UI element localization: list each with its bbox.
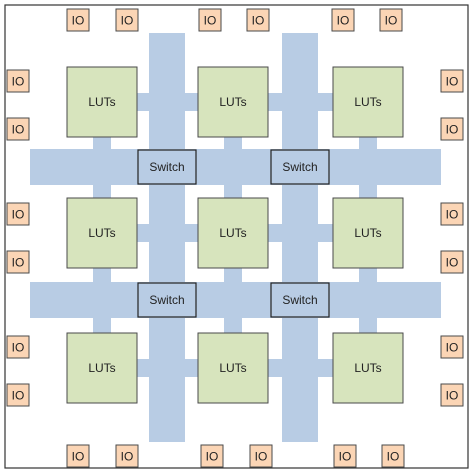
lut-block xyxy=(197,197,269,269)
lut-label: LUTs xyxy=(219,226,246,240)
lut-block xyxy=(66,66,138,138)
lut-label: LUTs xyxy=(88,95,115,109)
io-pad-label: IO xyxy=(12,208,25,222)
lut-block xyxy=(66,197,138,269)
io-pad xyxy=(6,69,30,93)
switch-block xyxy=(137,149,197,185)
io-pad-label: IO xyxy=(387,450,400,464)
switch-label: Switch xyxy=(149,160,184,174)
io-pad xyxy=(115,8,139,32)
io-pad xyxy=(6,383,30,407)
io-pad-label: IO xyxy=(12,389,25,403)
io-pad-label: IO xyxy=(339,450,352,464)
lut-block xyxy=(197,66,269,138)
io-pad xyxy=(440,117,464,141)
routing-channels xyxy=(30,33,441,442)
io-pad xyxy=(115,444,139,468)
lut-label: LUTs xyxy=(354,226,381,240)
io-pad-label: IO xyxy=(446,389,459,403)
lut-block xyxy=(197,332,269,404)
io-pad xyxy=(66,444,90,468)
io-pad-label: IO xyxy=(12,123,25,137)
io-pad xyxy=(198,8,222,32)
io-pad-label: IO xyxy=(12,256,25,270)
io-pad xyxy=(249,444,273,468)
lut-label: LUTs xyxy=(219,361,246,375)
lut-label: LUTs xyxy=(354,95,381,109)
io-pad-label: IO xyxy=(204,14,217,28)
lut-label: LUTs xyxy=(219,95,246,109)
io-pad-label: IO xyxy=(252,14,265,28)
io-pad xyxy=(6,335,30,359)
switch-block xyxy=(270,149,330,185)
lut-block xyxy=(332,66,404,138)
io-pad-label: IO xyxy=(72,450,85,464)
io-pad-label: IO xyxy=(121,14,134,28)
io-pad xyxy=(246,8,270,32)
io-pad-label: IO xyxy=(446,208,459,222)
io-pad-label: IO xyxy=(337,14,350,28)
io-pads: IO IO IO IO IO IO IO IO IO IO IO IO IO IO IO IO IO IO IO IO… xyxy=(6,8,464,468)
io-pad xyxy=(6,117,30,141)
io-pad xyxy=(66,8,90,32)
io-pad xyxy=(440,383,464,407)
switch-label: Switch xyxy=(149,293,184,307)
io-pad xyxy=(381,444,405,468)
lut-block xyxy=(66,332,138,404)
lut-label: LUTs xyxy=(354,361,381,375)
io-pad xyxy=(333,444,357,468)
switch-block xyxy=(270,282,330,318)
io-pad-label: IO xyxy=(255,450,268,464)
io-pad xyxy=(440,69,464,93)
io-pad xyxy=(331,8,355,32)
lut-label: LUTs xyxy=(88,226,115,240)
io-pad xyxy=(6,202,30,226)
io-pad-label: IO xyxy=(446,75,459,89)
io-pad-label: IO xyxy=(446,256,459,270)
io-pad xyxy=(379,8,403,32)
io-pad-label: IO xyxy=(121,450,134,464)
io-pad-label: IO xyxy=(206,450,219,464)
io-pad-label: IO xyxy=(385,14,398,28)
io-pad xyxy=(6,250,30,274)
io-pad xyxy=(440,202,464,226)
io-pad-label: IO xyxy=(446,123,459,137)
lut-label: LUTs xyxy=(88,361,115,375)
io-pad-label: IO xyxy=(12,75,25,89)
lut-block xyxy=(332,197,404,269)
switch-block xyxy=(137,282,197,318)
io-pad-label: IO xyxy=(446,341,459,355)
io-pad xyxy=(440,335,464,359)
io-pad-label: IO xyxy=(12,341,25,355)
io-pad-label: IO xyxy=(72,14,85,28)
io-pad xyxy=(440,250,464,274)
io-pad xyxy=(200,444,224,468)
switch-label: Switch xyxy=(282,293,317,307)
lut-block xyxy=(332,332,404,404)
switch-label: Switch xyxy=(282,160,317,174)
